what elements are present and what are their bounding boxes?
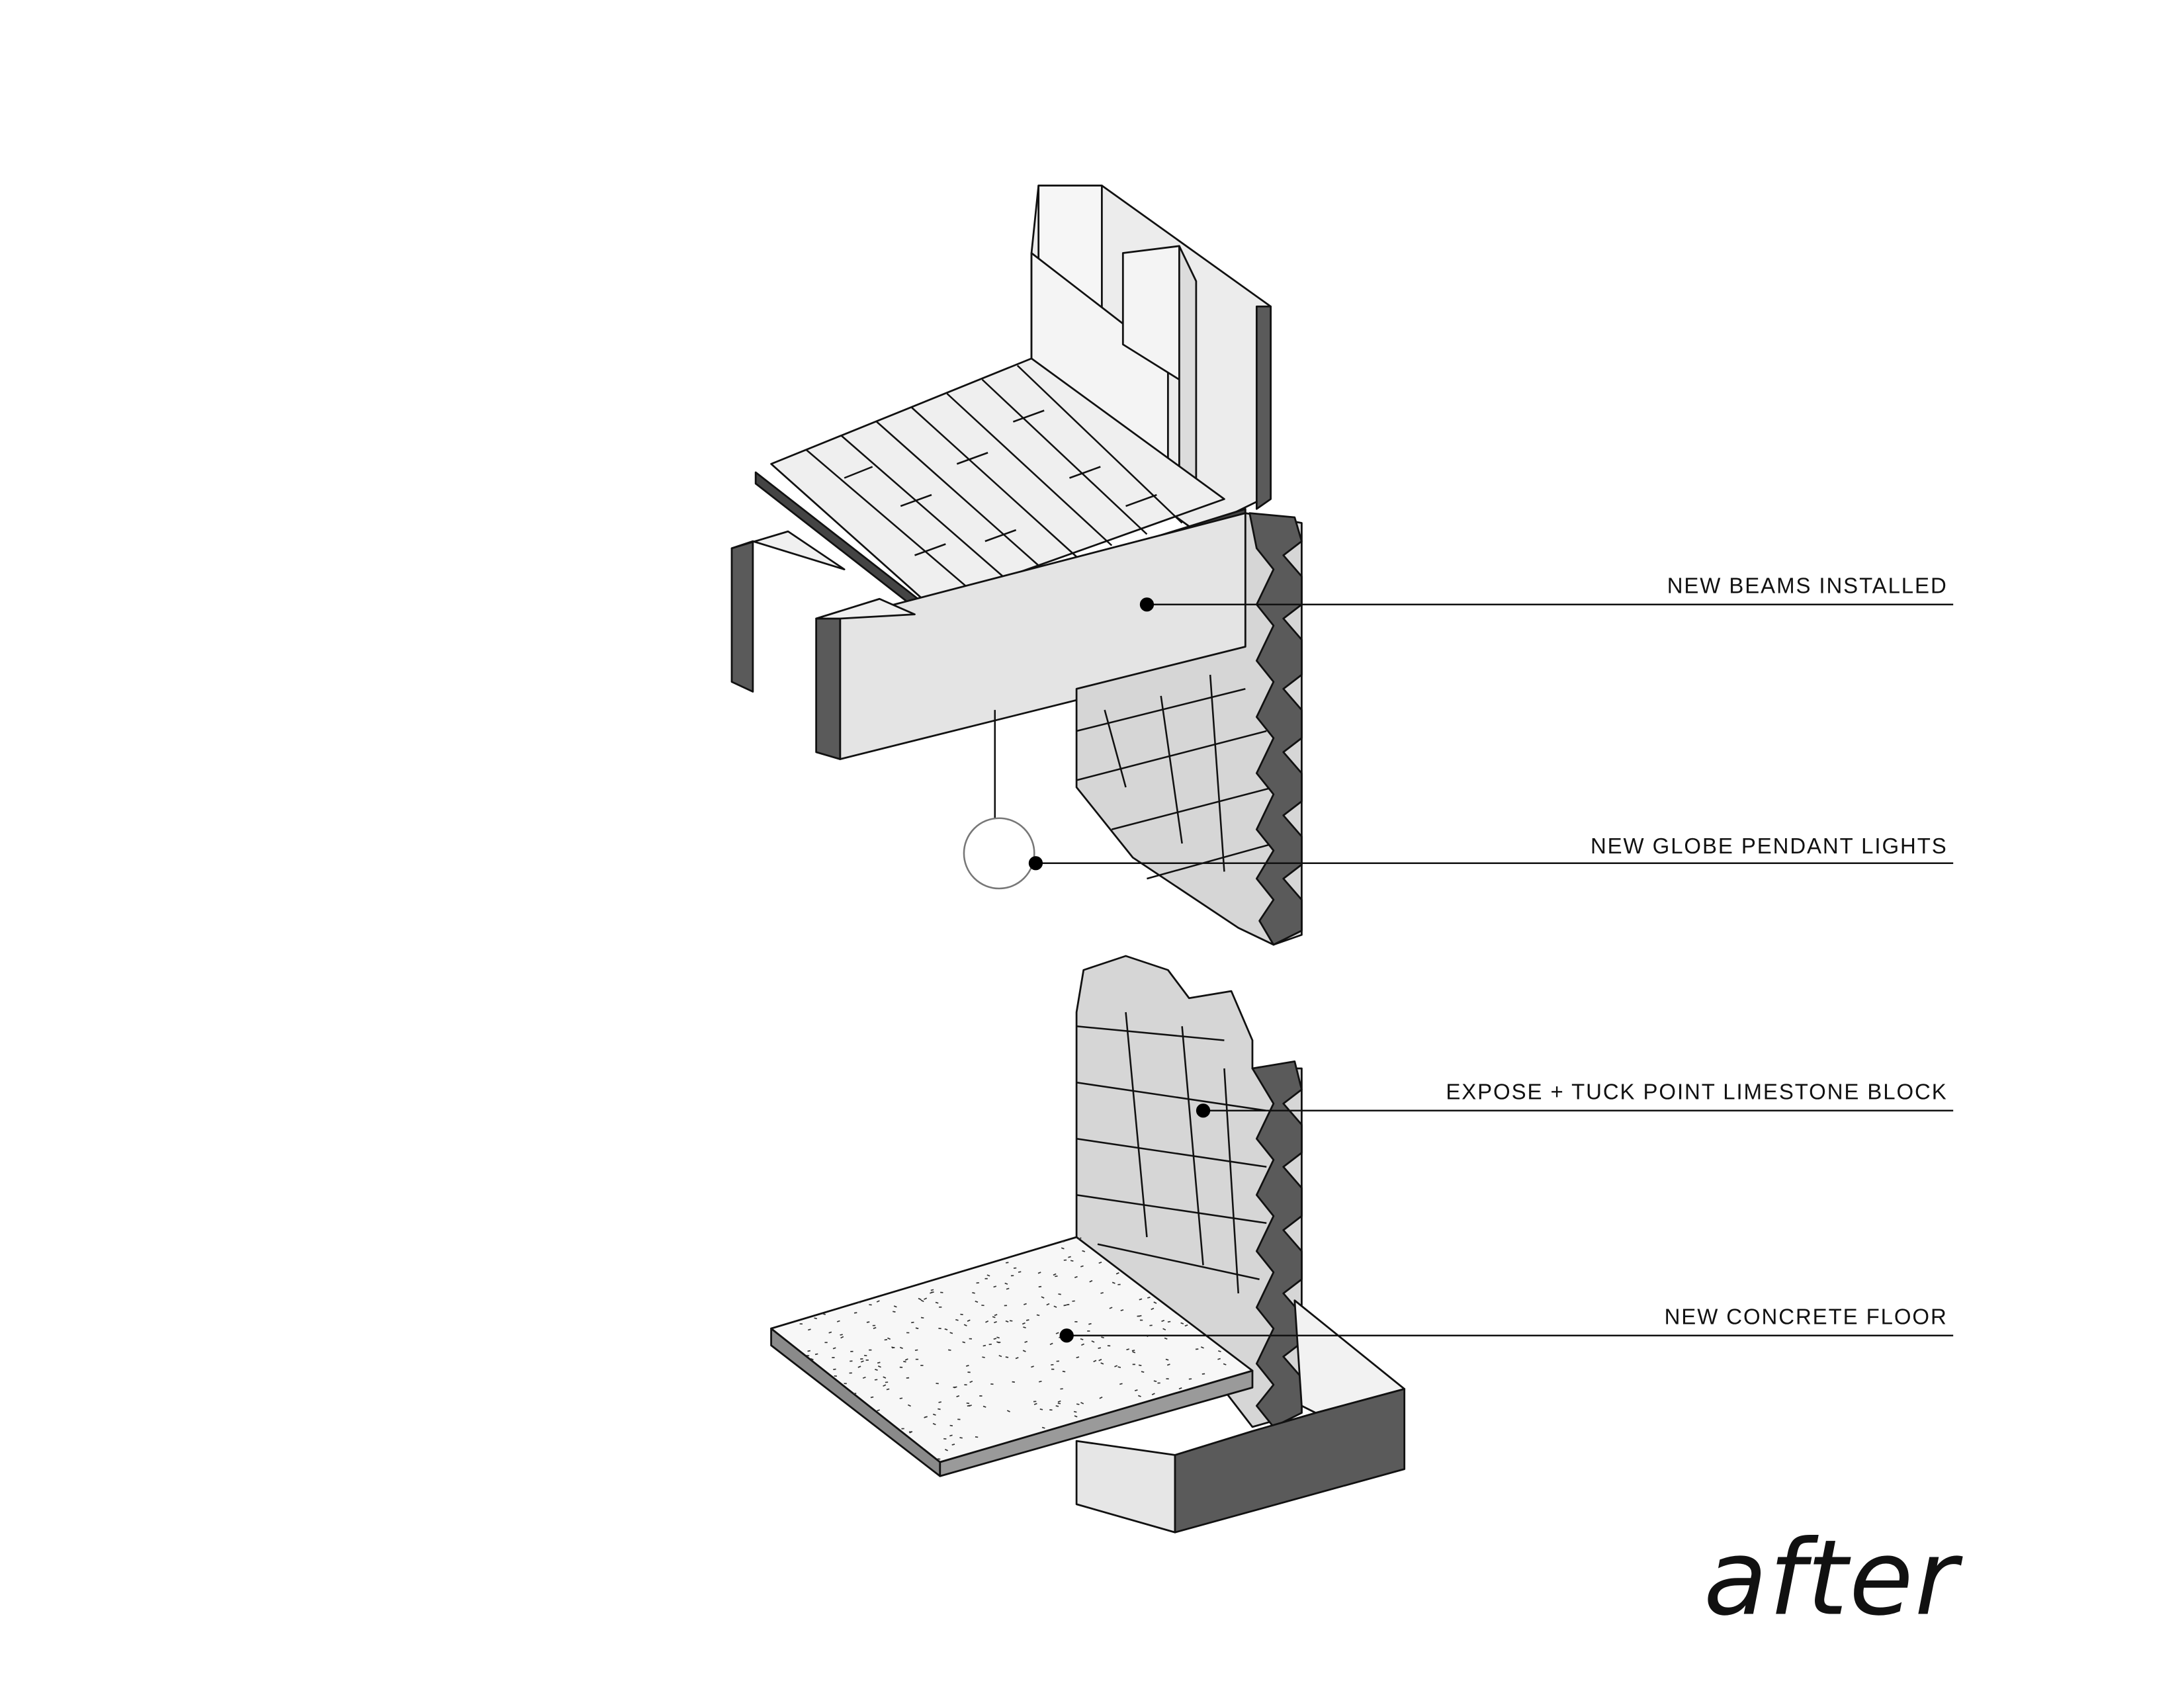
concrete-slab [770, 1236, 1254, 1477]
stud-wall [1030, 185, 1272, 533]
callout-pendant: NEW GLOBE PENDANT LIGHTS [1028, 834, 1954, 871]
callout-concrete: NEW CONCRETE FLOOR [1059, 1305, 1954, 1343]
beams [730, 512, 1246, 760]
globe-pendant-light [963, 710, 1035, 890]
concrete-speckle [799, 1237, 1227, 1460]
foundation [1075, 1299, 1406, 1534]
callout-limestone: EXPOSE + TUCK POINT LIMESTONE BLOCK [1196, 1080, 1954, 1118]
callout-label: NEW CONCRETE FLOOR [1665, 1305, 1948, 1329]
callout-beams: NEW BEAMS INSTALLED [1139, 574, 1954, 612]
callout-label: EXPOSE + TUCK POINT LIMESTONE BLOCK [1446, 1080, 1947, 1104]
callout-label: NEW GLOBE PENDANT LIGHTS [1591, 834, 1948, 858]
limestone-wall-upper [1075, 512, 1303, 946]
callout-label: NEW BEAMS INSTALLED [1667, 574, 1948, 598]
diagram-title: after [1704, 1518, 1963, 1639]
